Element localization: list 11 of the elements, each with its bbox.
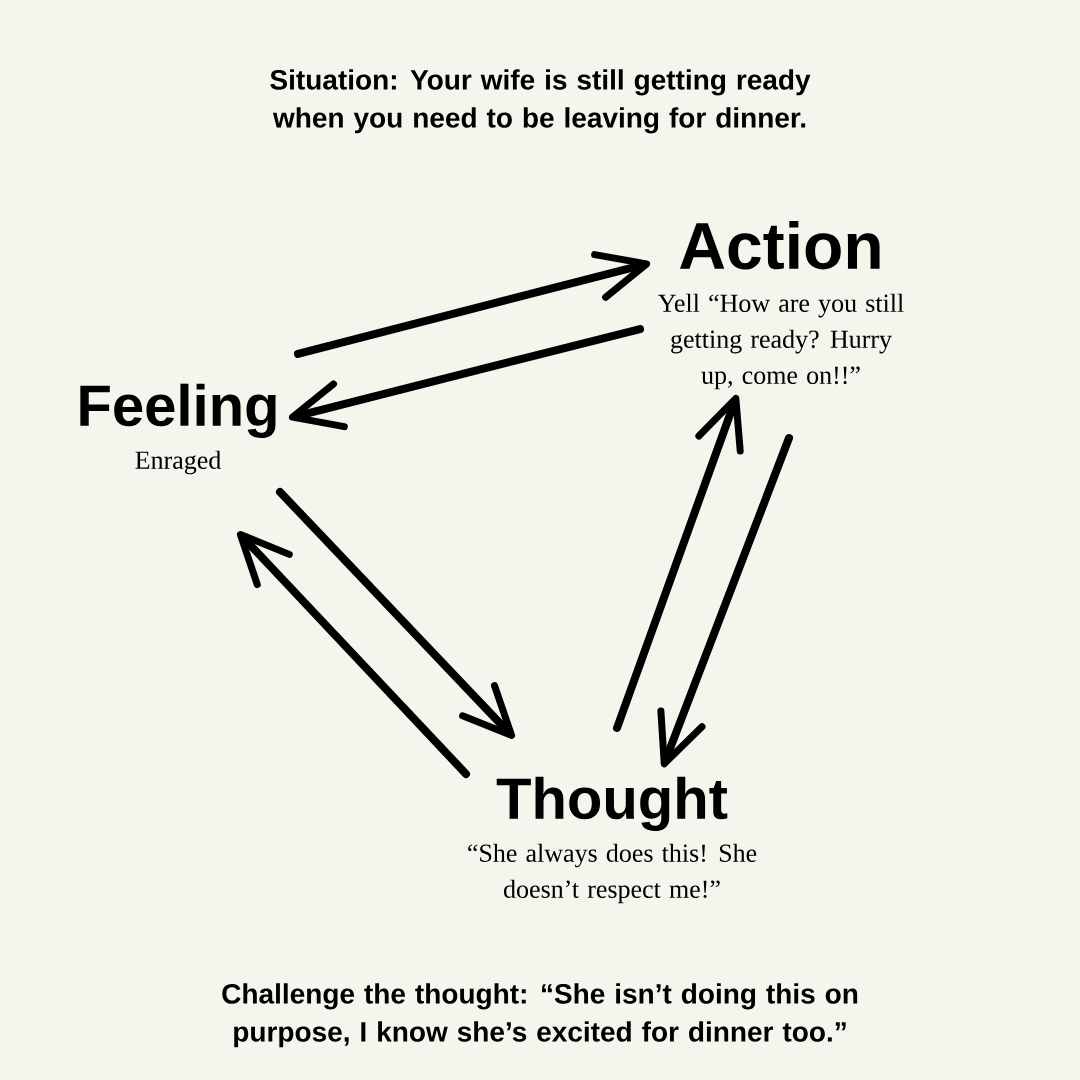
node-label: Thought “She always does this! She doesn’t respect me!” bbox=[468, 776, 757, 904]
arrow bbox=[236, 531, 470, 778]
arrow bbox=[657, 434, 793, 768]
title: Situation: Your wife is still getting ready when you need to be leaving for dinner. bbox=[270, 69, 811, 134]
arrow bbox=[613, 394, 744, 732]
arrow bbox=[294, 251, 651, 358]
node-label: Action Yell “How are you still getting ready? Hurry up, come on!!” bbox=[658, 220, 904, 390]
node-label: Feeling Enraged bbox=[80, 383, 276, 475]
arrow bbox=[276, 488, 516, 739]
caption: Challenge the thought: “She isn’t doing this on purpose, I know she’s excited for dinner too.” bbox=[222, 983, 858, 1048]
arrow bbox=[288, 325, 644, 431]
